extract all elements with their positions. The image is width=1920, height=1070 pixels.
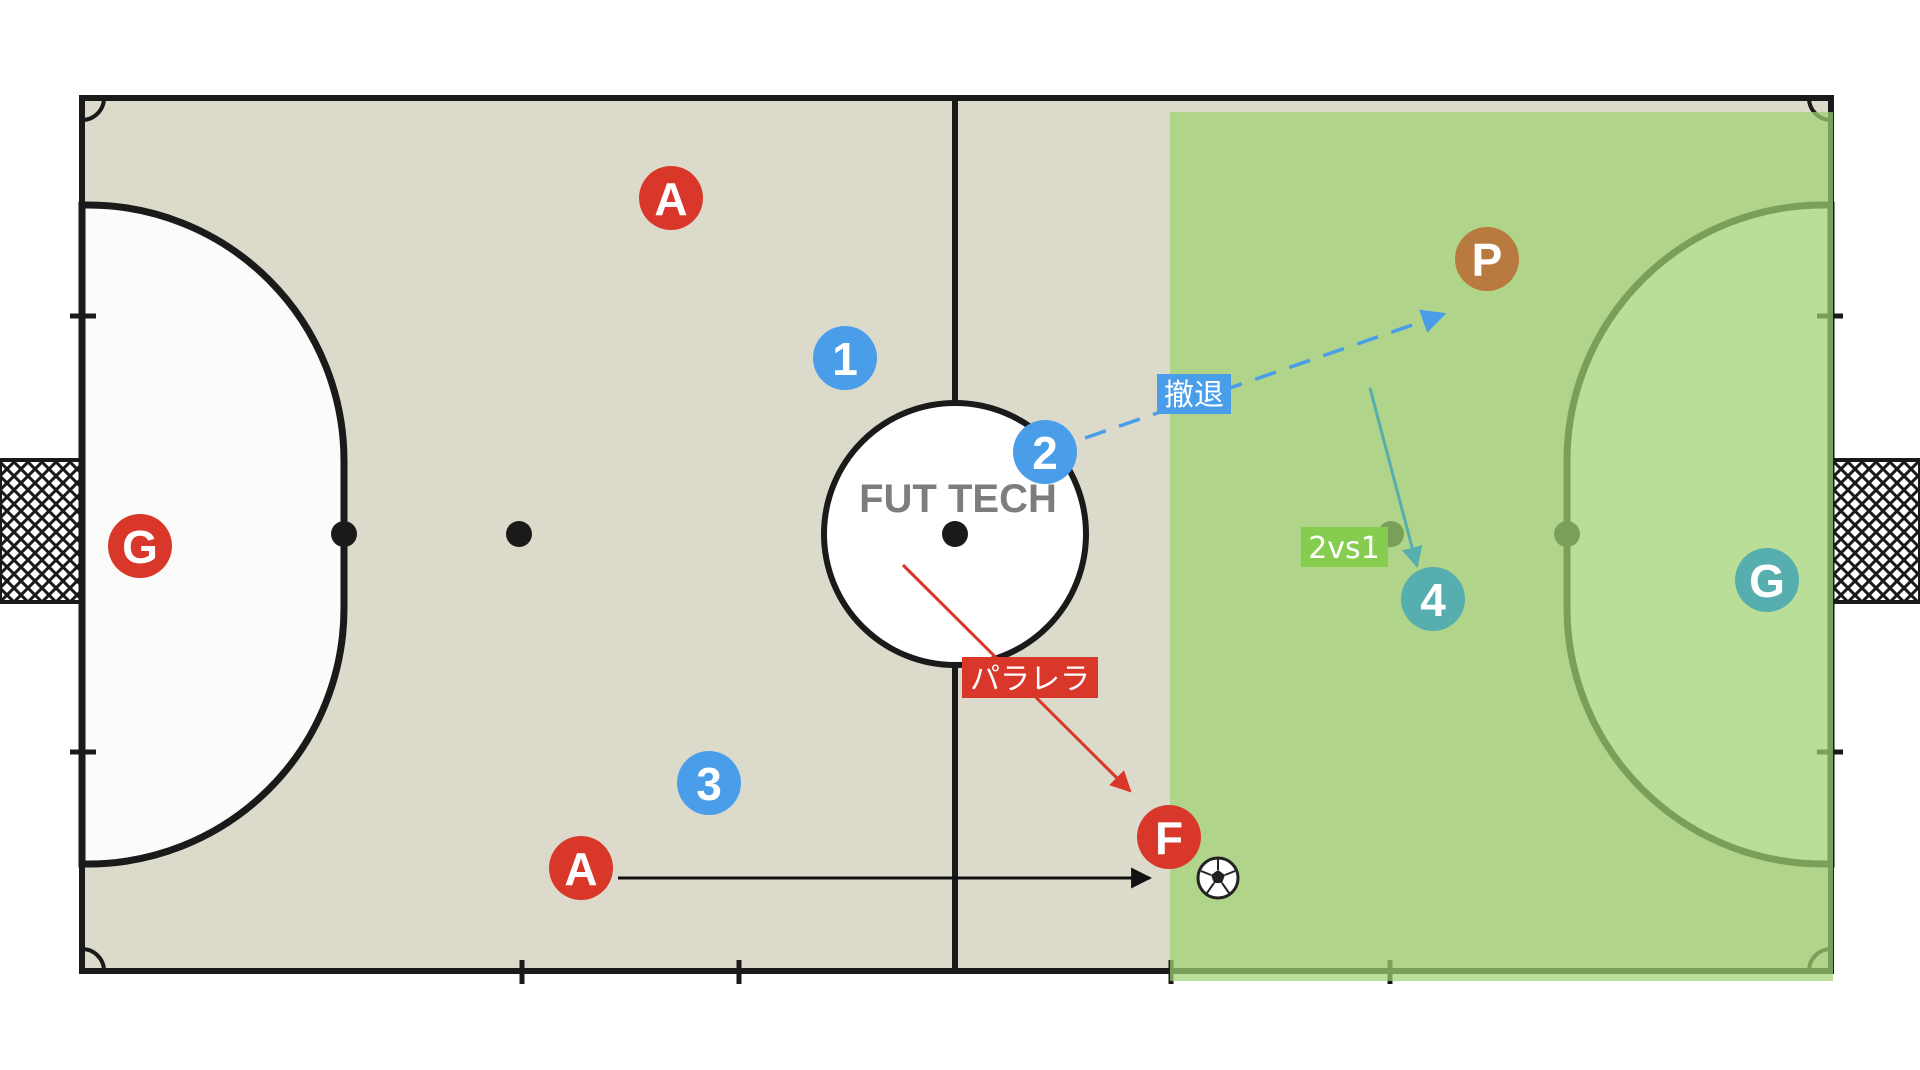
- player-blue-2[interactable]: 2: [1013, 420, 1077, 484]
- parallel-label: パラレラ: [962, 657, 1098, 698]
- svg-text:1: 1: [832, 333, 858, 385]
- player-blue-3[interactable]: 3: [677, 751, 741, 815]
- svg-text:P: P: [1472, 234, 1503, 286]
- left-penalty-spot: [331, 521, 357, 547]
- two-vs-one-label: 2vs1: [1301, 527, 1388, 567]
- player-blue-1[interactable]: 1: [813, 326, 877, 390]
- player-orange-pivot[interactable]: P: [1455, 227, 1519, 291]
- left-second-penalty-spot: [506, 521, 532, 547]
- player-red-goalkeeper[interactable]: G: [108, 514, 172, 578]
- player-red-pivot-f[interactable]: F: [1137, 805, 1201, 869]
- svg-text:A: A: [654, 173, 687, 225]
- player-red-ala-top[interactable]: A: [639, 166, 703, 230]
- center-spot: [942, 521, 968, 547]
- retreat-run-arrow: [1084, 309, 1447, 440]
- svg-text:撤退: 撤退: [1164, 378, 1224, 413]
- right-goal-net: [1830, 458, 1920, 604]
- watermark-text: FUT TECH: [859, 477, 1057, 521]
- left-goal-net: [0, 458, 84, 604]
- retreat-label: 撤退: [1157, 374, 1231, 414]
- svg-text:G: G: [1749, 555, 1785, 607]
- player-teal-goalkeeper[interactable]: G: [1735, 548, 1799, 612]
- corner-arc-top-left: [81, 97, 106, 122]
- svg-text:パラレラ: パラレラ: [970, 662, 1090, 697]
- left-penalty-area: [78, 201, 348, 868]
- cover-run-arrow: [1368, 387, 1423, 569]
- player-teal-4[interactable]: 4: [1401, 567, 1465, 631]
- svg-text:A: A: [564, 843, 597, 895]
- svg-text:2vs1: 2vs1: [1308, 531, 1380, 566]
- svg-text:4: 4: [1420, 574, 1446, 626]
- svg-text:3: 3: [696, 758, 722, 810]
- soccer-ball-icon[interactable]: [1196, 856, 1240, 900]
- player-red-ala-bottom[interactable]: A: [549, 836, 613, 900]
- svg-text:F: F: [1155, 812, 1183, 864]
- svg-text:G: G: [122, 521, 158, 573]
- corner-arc-bottom-left: [81, 947, 106, 972]
- svg-text:2: 2: [1032, 427, 1058, 479]
